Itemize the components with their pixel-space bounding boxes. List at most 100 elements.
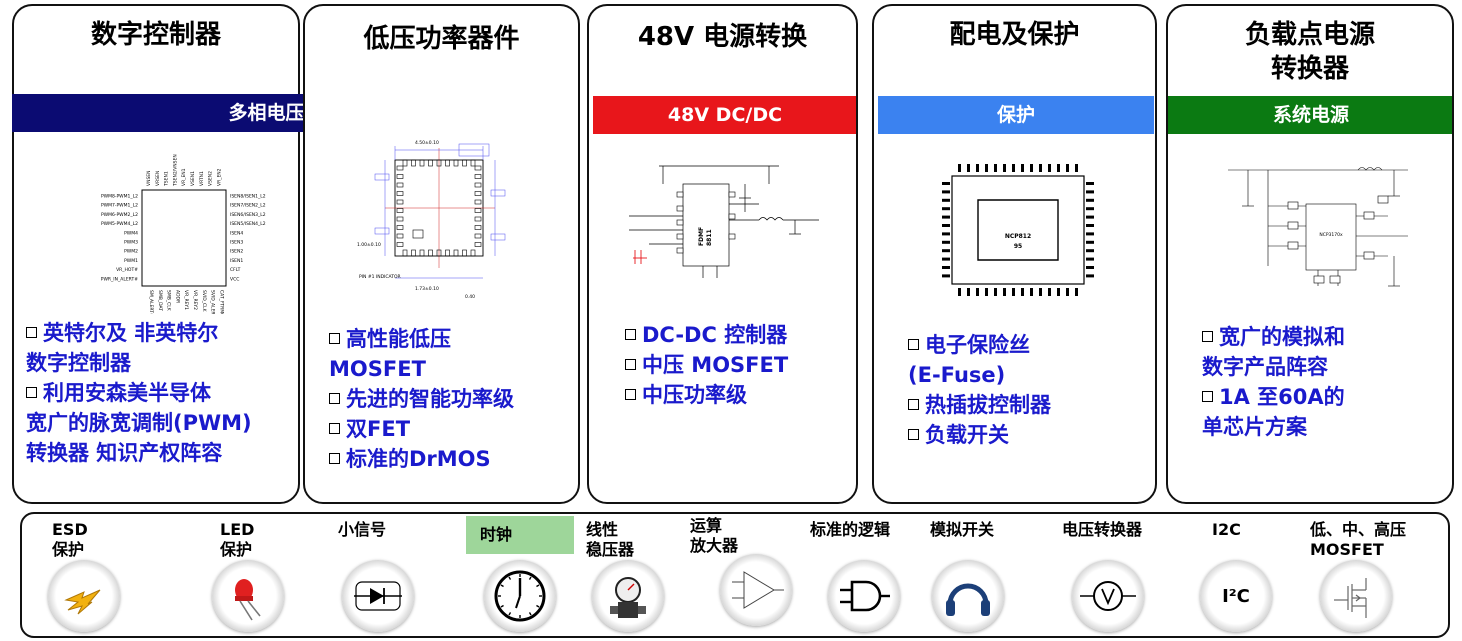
package-pad (1075, 164, 1078, 172)
package-pad (994, 288, 997, 296)
chip-part-label: FDMF8811 (698, 227, 713, 246)
package-pad (1066, 288, 1069, 296)
package-pad (445, 249, 450, 257)
category-opamp[interactable]: 运算放大器 (688, 514, 808, 640)
package-pad (1086, 224, 1094, 227)
clock-tick (528, 576, 532, 580)
multiphase-controller-pinout-diagram: PWM8-PWM1_L2PWM7-PWM1_L2PWM6-PWM2_L2PWM5… (101, 154, 266, 314)
bullet-item: 宽广的模拟和数字产品阵容 (1202, 322, 1452, 382)
bullet-text: 高性能低压 (346, 327, 451, 351)
pin-label: PWM2 (124, 249, 138, 255)
package-pad (1086, 274, 1094, 278)
checkbox-bullet-icon (329, 393, 340, 404)
package-pad (462, 159, 467, 167)
bullet-text: MOSFET (329, 357, 426, 381)
bullet-text: 宽广的模拟和 (1219, 325, 1345, 349)
category-voltage-converter[interactable]: 电压转换器 (1062, 514, 1182, 640)
clock-tick (500, 604, 504, 608)
panel-title: 数字控制器 (90, 20, 221, 50)
category-label: I2C (1212, 520, 1241, 539)
pin-label: PWM3 (124, 240, 138, 246)
package-pad (453, 159, 459, 167)
clock-icon (484, 560, 556, 632)
headphones-icon (932, 560, 1004, 632)
pin-label: CFLT (230, 267, 241, 273)
category-small-signal[interactable]: 小信号 (332, 514, 452, 640)
package-pad (985, 288, 988, 296)
package-pad (474, 191, 482, 196)
package-pad (436, 159, 442, 167)
checkbox-bullet-icon (329, 423, 340, 434)
schematic-component (1313, 275, 1325, 284)
category-analog-switch[interactable]: 模拟开关 (928, 514, 1048, 640)
package-pad (474, 225, 482, 230)
chip-part-label: NCP3170x (1319, 232, 1343, 238)
package-pad (1012, 288, 1015, 296)
voltmeter-icon (1072, 560, 1144, 632)
bullet-item: 高性能低压 MOSFET (329, 324, 578, 384)
dim-pitch-label: 0.40 (465, 294, 475, 300)
category-i2c[interactable]: I2C I²C (1194, 514, 1314, 640)
schematic-component (1329, 275, 1341, 284)
bullet-item: 电子保险丝(E-Fuse) (908, 330, 1148, 390)
dim-height-label: 1.00±0.10 (357, 242, 381, 248)
package-pad (1003, 164, 1006, 172)
package-pad (474, 242, 482, 247)
package-pad (942, 224, 950, 227)
category-standard-logic[interactable]: 标准的逻辑 (808, 514, 928, 640)
clock-tick (508, 612, 512, 616)
panel-low-voltage-power: 低压功率器件 PIN #1 INDICATOR 4.50±0.10 1.00±0… (303, 4, 580, 504)
pin-label: PWM8-PWM1_L2 (101, 194, 138, 200)
pin-label: SMB_CLK (166, 290, 172, 312)
package-pad (474, 182, 482, 188)
category-label: 时钟 (466, 516, 574, 554)
package-pad (1066, 164, 1069, 172)
clock-tick (508, 576, 512, 580)
package-pad (474, 233, 482, 239)
checkbox-bullet-icon (26, 327, 37, 338)
package-pad (1086, 198, 1094, 202)
package-pad (1086, 232, 1094, 236)
package-pad (942, 190, 950, 194)
checkbox-bullet-icon (908, 399, 919, 410)
pin-label: ISEN5/ISEN4_L2 (230, 221, 266, 227)
pin-label: ISEN8/ISEN1_L2 (230, 194, 266, 200)
package-pad (470, 159, 476, 167)
checkbox-bullet-icon (625, 359, 636, 370)
pin-label: PWM5-PWM4_L2 (101, 221, 138, 227)
pin-label: VRTN1 (199, 171, 205, 186)
checkbox-bullet-icon (329, 333, 340, 344)
bullet-item: 负载开关 (908, 420, 1148, 450)
pin-label: VSEN1 (190, 171, 196, 186)
category-clock[interactable]: 时钟 (462, 514, 582, 640)
category-linear-regulator[interactable]: 线性稳压器 (584, 514, 704, 640)
panel-title: 低压功率器件 (363, 24, 520, 54)
bullet-text: DC-DC 控制器 (642, 323, 788, 347)
package-pad (1057, 164, 1060, 172)
pol-converter-schematic: NCP3170x (1228, 167, 1408, 287)
checkbox-bullet-icon (908, 339, 919, 350)
package-pad (445, 159, 450, 167)
package-pad (474, 165, 482, 171)
pin-label: ADDR (174, 290, 180, 303)
bullet-text: 英特尔及 非英特尔 (43, 321, 219, 345)
panel-title: 48V 电源转换 (637, 22, 808, 52)
package-pad (396, 233, 404, 239)
pin-label: SVID_CLK (201, 290, 207, 313)
pin-label: VR_EN2 (216, 168, 222, 186)
package-pad (402, 249, 408, 257)
pin-label: VRSEN (155, 171, 161, 186)
led-icon (212, 560, 284, 632)
package-pad (942, 215, 950, 219)
diode-icon (342, 560, 414, 632)
package-pad (1030, 164, 1033, 172)
package-pad (1039, 164, 1042, 172)
package-pad (396, 208, 404, 213)
